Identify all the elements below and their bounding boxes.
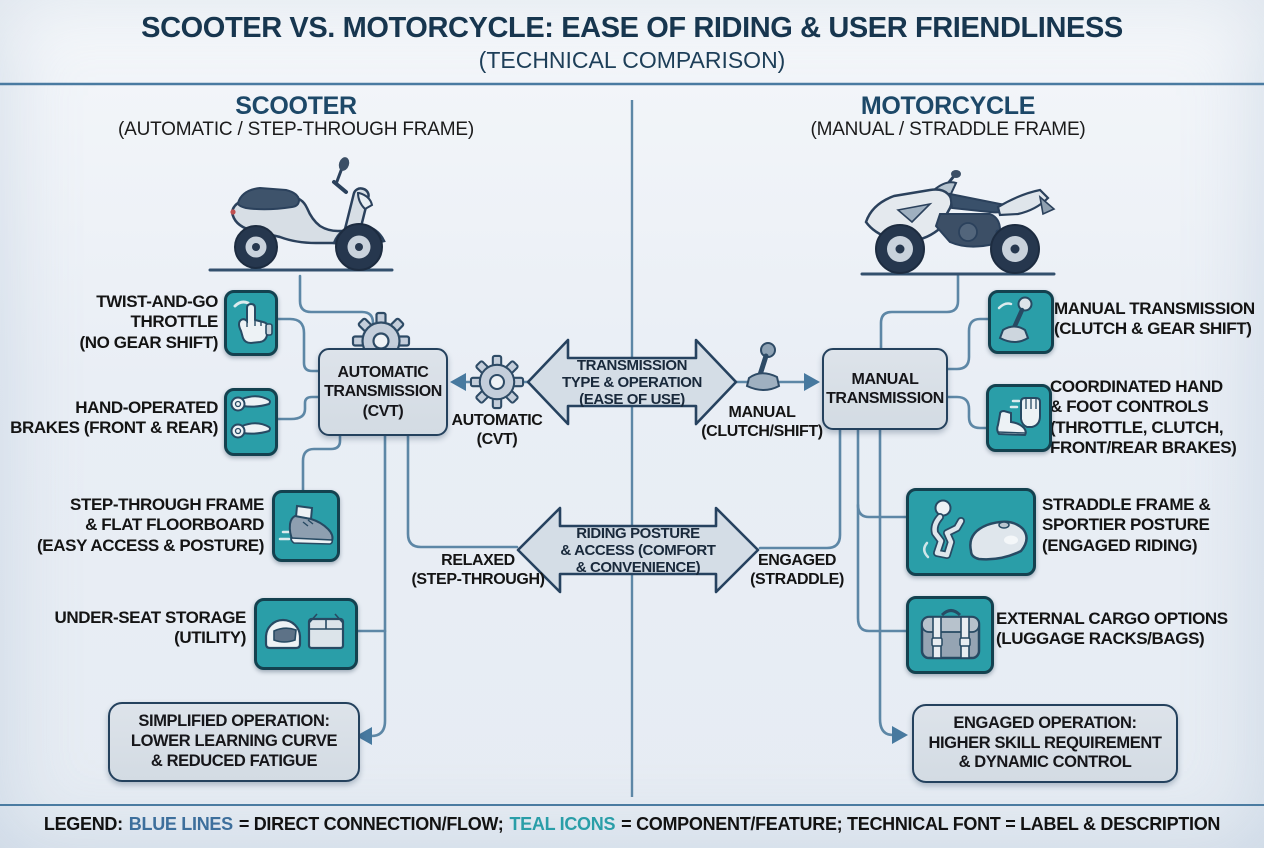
motorcycle-illustration (860, 170, 1056, 276)
posture-arrow-label: RIDING POSTURE& ACCESS (COMFORT& CONVENI… (560, 525, 716, 577)
relaxed-label: RELAXED(STEP-THROUGH) (411, 552, 545, 588)
scooter-column-subheader: (AUTOMATIC / STEP-THROUGH FRAME) (117, 119, 474, 140)
manual-clutch-label: MANUAL(CLUTCH/SHIFT) (701, 404, 823, 440)
motorcycle-column-header: MOTORCYCLE (860, 92, 1036, 120)
page-title: SCOOTER VS. MOTORCYCLE: EASE OF RIDING &… (141, 12, 1123, 44)
legend-teal-icons: TEAL ICONS (509, 814, 616, 834)
scooter-column-header: SCOOTER (235, 92, 357, 120)
cargo-bag-icon (906, 596, 994, 674)
feature-label-underseat-storage: UNDER-SEAT STORAGE(UTILITY) (54, 608, 247, 648)
legend-seg2: = COMPONENT/FEATURE; TECHNICAL FONT = LA… (621, 814, 1221, 834)
feature-label-external-cargo: EXTERNAL CARGO OPTIONS(LUGGAGE RACKS/BAG… (996, 609, 1228, 649)
legend-seg1: = DIRECT CONNECTION/FLOW; (238, 814, 504, 834)
twist-throttle-icon (224, 290, 278, 356)
flow-arrowheads (356, 373, 908, 745)
hand-foot-controls-icon (986, 384, 1052, 452)
feature-label-straddle-frame: STRADDLE FRAME &SPORTIER POSTURE(ENGAGED… (1042, 495, 1211, 555)
engaged-operation-box: ENGAGED OPERATION:HIGHER SKILL REQUIREME… (912, 704, 1178, 783)
underseat-storage-icon (254, 598, 358, 670)
rider-posture-icon (906, 488, 1036, 576)
feature-label-hand-foot-controls: COORDINATED HAND& FOOT CONTROLS(THROTTLE… (1050, 377, 1237, 458)
scooter-illustration (208, 157, 394, 272)
feature-label-manual-transmission: MANUAL TRANSMISSION(CLUTCH & GEAR SHIFT) (1054, 299, 1255, 339)
brake-levers-icon (224, 388, 278, 456)
feature-label-step-through: STEP-THROUGH FRAME& FLAT FLOORBOARD(EASY… (37, 495, 264, 555)
motorcycle-column-subheader: (MANUAL / STRADDLE FRAME) (810, 119, 1086, 140)
simplified-operation-box: SIMPLIFIED OPERATION:LOWER LEARNING CURV… (108, 702, 360, 782)
automatic-cvt-label: AUTOMATIC(CVT) (451, 412, 543, 448)
legend-blue-lines: BLUE LINES (128, 814, 233, 834)
legend-label: LEGEND: (43, 814, 123, 834)
page-subtitle: (TECHNICAL COMPARISON) (478, 47, 786, 73)
step-through-shoe-icon (272, 490, 340, 562)
transmission-arrow (526, 338, 738, 426)
legend: LEGEND:BLUE LINES= DIRECT CONNECTION/FLO… (0, 814, 1264, 835)
engaged-label: ENGAGED(STRADDLE) (750, 552, 844, 588)
cvt-gear-icon (469, 354, 525, 410)
manual-shift-icon (745, 342, 781, 391)
posture-arrow (516, 506, 760, 594)
gear-shift-icon (988, 290, 1054, 354)
